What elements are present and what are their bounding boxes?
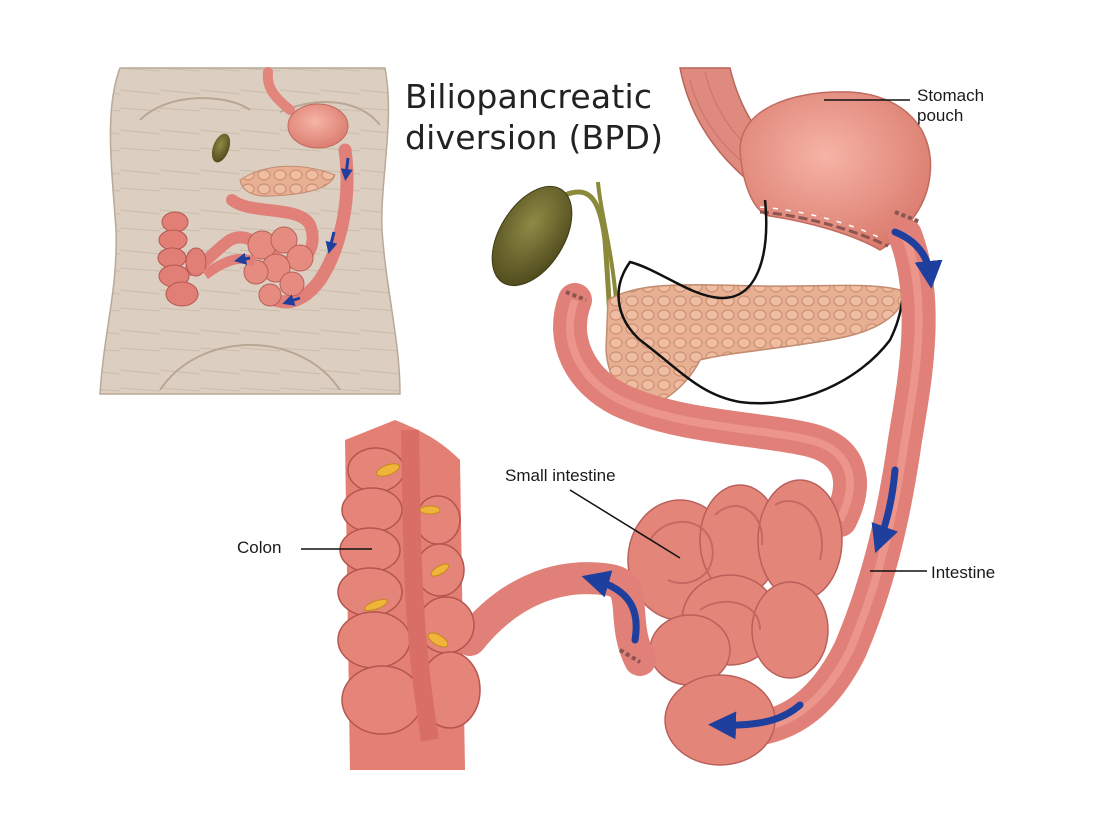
inset-esophagus: [262, 67, 295, 115]
inset-small-intestine: [243, 226, 314, 307]
inset-pancreas: [239, 165, 336, 197]
label-stomach-line-1: Stomach: [917, 86, 985, 105]
label-colon: Colon: [237, 538, 282, 557]
label-small-intestine: Small intestine: [505, 466, 616, 485]
label-stomach-line-2: pouch: [917, 106, 964, 125]
label-stomach-pouch: Stomach pouch: [917, 86, 1037, 126]
pancreas: [605, 283, 903, 406]
inset-gallbladder: [211, 133, 231, 163]
inset-torso: [99, 67, 401, 395]
inset-colon: [157, 211, 207, 307]
flow-arrows: [581, 228, 943, 740]
torso-skin: [99, 67, 401, 395]
label-intestine: Intestine: [931, 563, 996, 582]
title-line-2: diversion (BPD): [405, 118, 664, 157]
diagram-title: Biliopancreatic diversion (BPD): [405, 76, 663, 158]
gallbladder: [491, 185, 573, 287]
inset-stomach-pouch: [287, 103, 349, 149]
colon: [337, 420, 481, 770]
title-line-1: Biliopancreatic: [405, 77, 653, 116]
inset-flow-arrows: [234, 157, 353, 306]
